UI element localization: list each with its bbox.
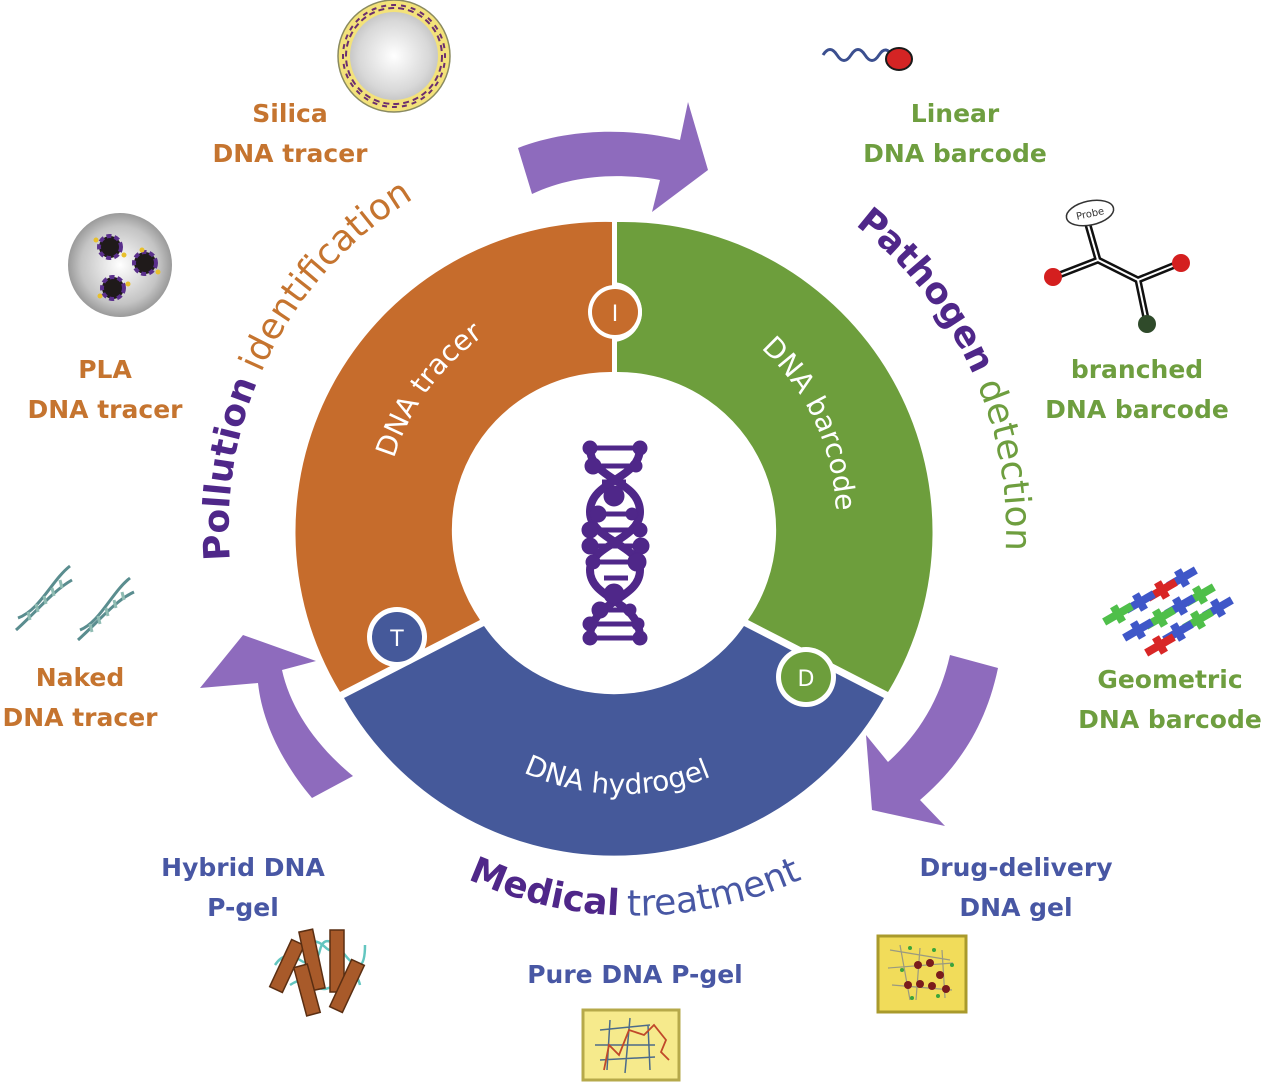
ring-segment-tracer bbox=[295, 221, 612, 692]
geometric-cross bbox=[1102, 602, 1134, 626]
title-medical-word1: Medical bbox=[464, 850, 621, 925]
label-silica-tracer: Silica DNA tracer bbox=[190, 94, 390, 174]
label-hybrid-line2: P-gel bbox=[207, 893, 279, 922]
label-silica-line2: DNA tracer bbox=[212, 139, 368, 168]
label-linear-barcode: Linear DNA barcode bbox=[855, 94, 1055, 174]
label-hybrid-line1: Hybrid DNA bbox=[161, 853, 325, 882]
label-pla-tracer: PLA DNA tracer bbox=[5, 350, 205, 430]
badge-T bbox=[367, 607, 427, 667]
label-drug-line1: Drug-delivery bbox=[919, 853, 1113, 882]
badge-I bbox=[588, 282, 642, 342]
label-branched-line2: DNA barcode bbox=[1045, 395, 1229, 424]
label-pure-line1: Pure DNA P-gel bbox=[527, 960, 743, 989]
label-geometric-barcode: Geometric DNA barcode bbox=[1065, 660, 1265, 740]
badge-D bbox=[776, 647, 836, 707]
drug-gel-icon bbox=[876, 934, 968, 1014]
label-drug-gel: Drug-delivery DNA gel bbox=[916, 848, 1116, 928]
label-pure-gel: Pure DNA P-gel bbox=[510, 955, 760, 995]
label-hybrid-gel: Hybrid DNA P-gel bbox=[143, 848, 343, 928]
label-linear-line1: Linear bbox=[910, 99, 1000, 128]
pla-particle-icon bbox=[68, 213, 172, 317]
label-geometric-line2: DNA barcode bbox=[1078, 705, 1262, 734]
hybrid-gel-icon bbox=[268, 928, 367, 1017]
branched-barcode-icon bbox=[1044, 199, 1190, 333]
linear-barcode-icon bbox=[821, 47, 913, 71]
label-naked-line1: Naked bbox=[35, 663, 125, 692]
geometric-barcode-icon bbox=[1102, 566, 1234, 657]
label-pla-line1: PLA bbox=[78, 355, 132, 384]
title-medical-word2: treatment bbox=[627, 850, 806, 925]
label-drug-line2: DNA gel bbox=[959, 893, 1073, 922]
dna-double-helix-icon bbox=[581, 440, 650, 646]
geometric-cross bbox=[1144, 633, 1176, 657]
title-pathogen-word2: detection bbox=[969, 373, 1038, 551]
title-pollution-word1: Pollution bbox=[196, 371, 265, 562]
badge-D-label: D bbox=[798, 667, 815, 692]
arrow-hydrogel-to-tracer bbox=[200, 635, 353, 798]
label-naked-tracer: Naked DNA tracer bbox=[0, 658, 180, 738]
ring-segment-barcode bbox=[617, 221, 933, 693]
label-naked-line2: DNA tracer bbox=[2, 703, 158, 732]
geometric-cross bbox=[1122, 618, 1154, 642]
label-linear-line2: DNA barcode bbox=[863, 139, 1047, 168]
arrow-barcode-to-hydrogel bbox=[866, 655, 998, 826]
label-branched-line1: branched bbox=[1070, 355, 1204, 384]
arrow-tracer-to-barcode bbox=[518, 102, 708, 212]
label-pla-line2: DNA tracer bbox=[27, 395, 183, 424]
label-silica-line1: Silica bbox=[252, 99, 328, 128]
badge-I-label: I bbox=[612, 302, 619, 327]
badge-T-label: T bbox=[389, 627, 404, 652]
dna-helix-icon bbox=[14, 564, 135, 642]
label-geometric-line1: Geometric bbox=[1097, 665, 1243, 694]
silica-particle-icon bbox=[337, 0, 451, 113]
label-branched-barcode: branched DNA barcode bbox=[1037, 350, 1237, 430]
pure-gel-icon bbox=[581, 1008, 681, 1082]
ring-segment-hydrogel bbox=[344, 626, 884, 856]
